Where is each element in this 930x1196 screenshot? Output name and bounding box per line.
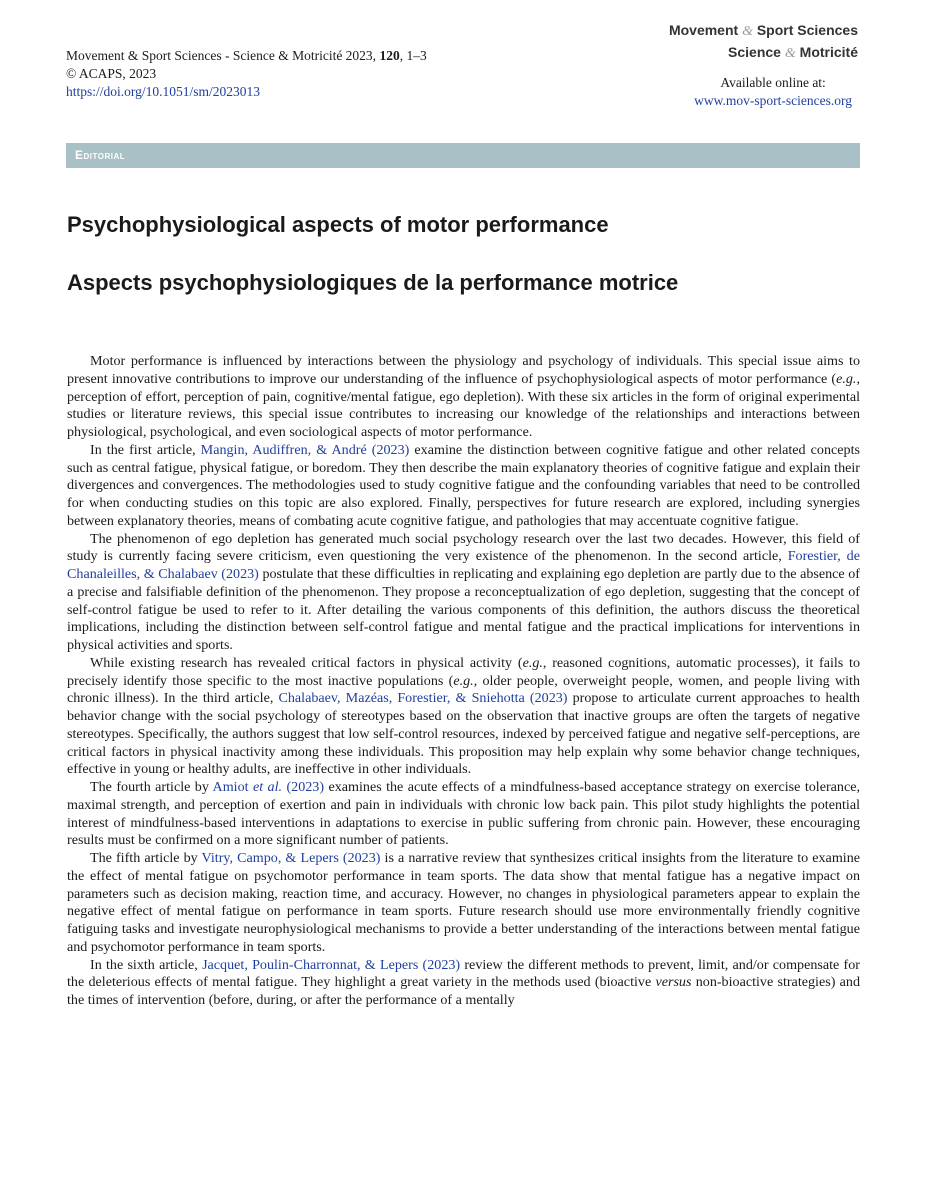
journal-pages: , 1–3 [399,48,427,63]
text-run: propose to articulate current approaches… [67,690,860,778]
brand-word-sport-sciences: Sport Sciences [756,22,858,38]
text-run-italic: versus [655,974,692,991]
text-run: The fourth article by [90,779,213,795]
text-run: In the sixth article, [90,956,203,973]
text-run: examine the distinction between cognitiv… [67,441,860,529]
text-run: non-bioactive strategies) and the times … [67,974,860,1008]
copyright: © ACAPS, 2023 [66,66,157,81]
website-link[interactable]: www.mov-sport-sciences.org [694,93,852,108]
section-label: Editorial [75,148,126,162]
text-run: , reasoned cognitions, automatic process… [67,654,861,689]
doi-link[interactable]: https://doi.org/10.1051/sm/2023013 [66,84,261,99]
paragraph-5: The fourth article by Amiot et al. (2023… [67,779,860,850]
available-online-block: Available online at: www.mov-sport-scien… [694,74,852,110]
journal-citation-line: Movement & Sport Sciences - Science & Mo… [66,47,427,65]
paragraph-1: Motor performance is influenced by inter… [67,353,860,442]
text-run: postulate that these difficulties in rep… [67,566,860,653]
text-run: Motor performance is influenced by inter… [67,353,860,387]
text-run: examines the acute effects of a mindfuln… [67,779,860,849]
text-run-italic: e.g. [836,370,857,387]
paragraph-3: The phenomenon of ego depletion has gene… [67,531,860,655]
text-run: The fifth article by [90,850,202,866]
reference-year: (2023) [282,779,325,795]
reference-link-forestier[interactable]: Forestier, de Chanaleilles, & Chalabaev … [67,548,860,582]
journal-volume: 120 [379,48,400,63]
reference-link-jacquet[interactable]: Jacquet, Poulin-Charronnat, & Lepers (20… [202,956,461,973]
text-run: In the first article, [90,441,201,458]
reference-author: Amiot [212,779,253,795]
journal-brand-logo: Movement & Sport Sciences Science & Motr… [669,20,858,64]
article-title-french: Aspects psychophysiologiques de la perfo… [67,270,679,295]
journal-citation: Movement & Sport Sciences - Science & Mo… [66,48,377,63]
text-run: , perception of effort, perception of pa… [67,370,860,440]
reference-link-amiot[interactable]: Amiot et al. (2023) [213,779,325,795]
article-title-english: Psychophysiological aspects of motor per… [67,212,609,237]
brand-ampersand: & [742,24,753,39]
text-run: is a narrative review that synthesizes c… [67,850,860,955]
text-run-italic: e.g. [453,672,474,689]
text-run: While existing research has revealed cri… [90,654,523,671]
text-run-italic: e.g. [522,654,543,671]
brand-word-movement: Movement [668,22,739,38]
paragraph-4: While existing research has revealed cri… [67,655,860,779]
available-online-label: Available online at: [720,75,826,90]
paragraph-2: In the first article, Mangin, Audiffren,… [67,442,860,531]
text-run: review the different methods to prevent,… [67,956,860,991]
reference-link-mangin[interactable]: Mangin, Audiffren, & André (2023) [200,441,410,458]
journal-citation-block: Movement & Sport Sciences - Science & Mo… [66,47,427,101]
brand-word-science: Science [728,44,781,60]
reference-link-vitry[interactable]: Vitry, Campo, & Lepers (2023) [201,850,381,866]
article-body: Motor performance is influenced by inter… [67,353,860,1010]
reference-et-al: et al. [252,779,283,795]
paragraph-6: The fifth article by Vitry, Campo, & Lep… [67,850,860,957]
section-bar: Editorial [66,143,860,168]
paragraph-7: In the sixth article, Jacquet, Poulin-Ch… [67,957,860,1010]
reference-link-chalabaev[interactable]: Chalabaev, Mazéas, Forestier, & Sniehott… [278,690,568,707]
text-run: , older people, overweight people, women… [67,672,861,707]
brand-word-motricite: Motricité [799,44,858,60]
brand-ampersand-2: & [784,46,796,61]
text-run: The phenomenon of ego depletion has gene… [67,530,860,565]
